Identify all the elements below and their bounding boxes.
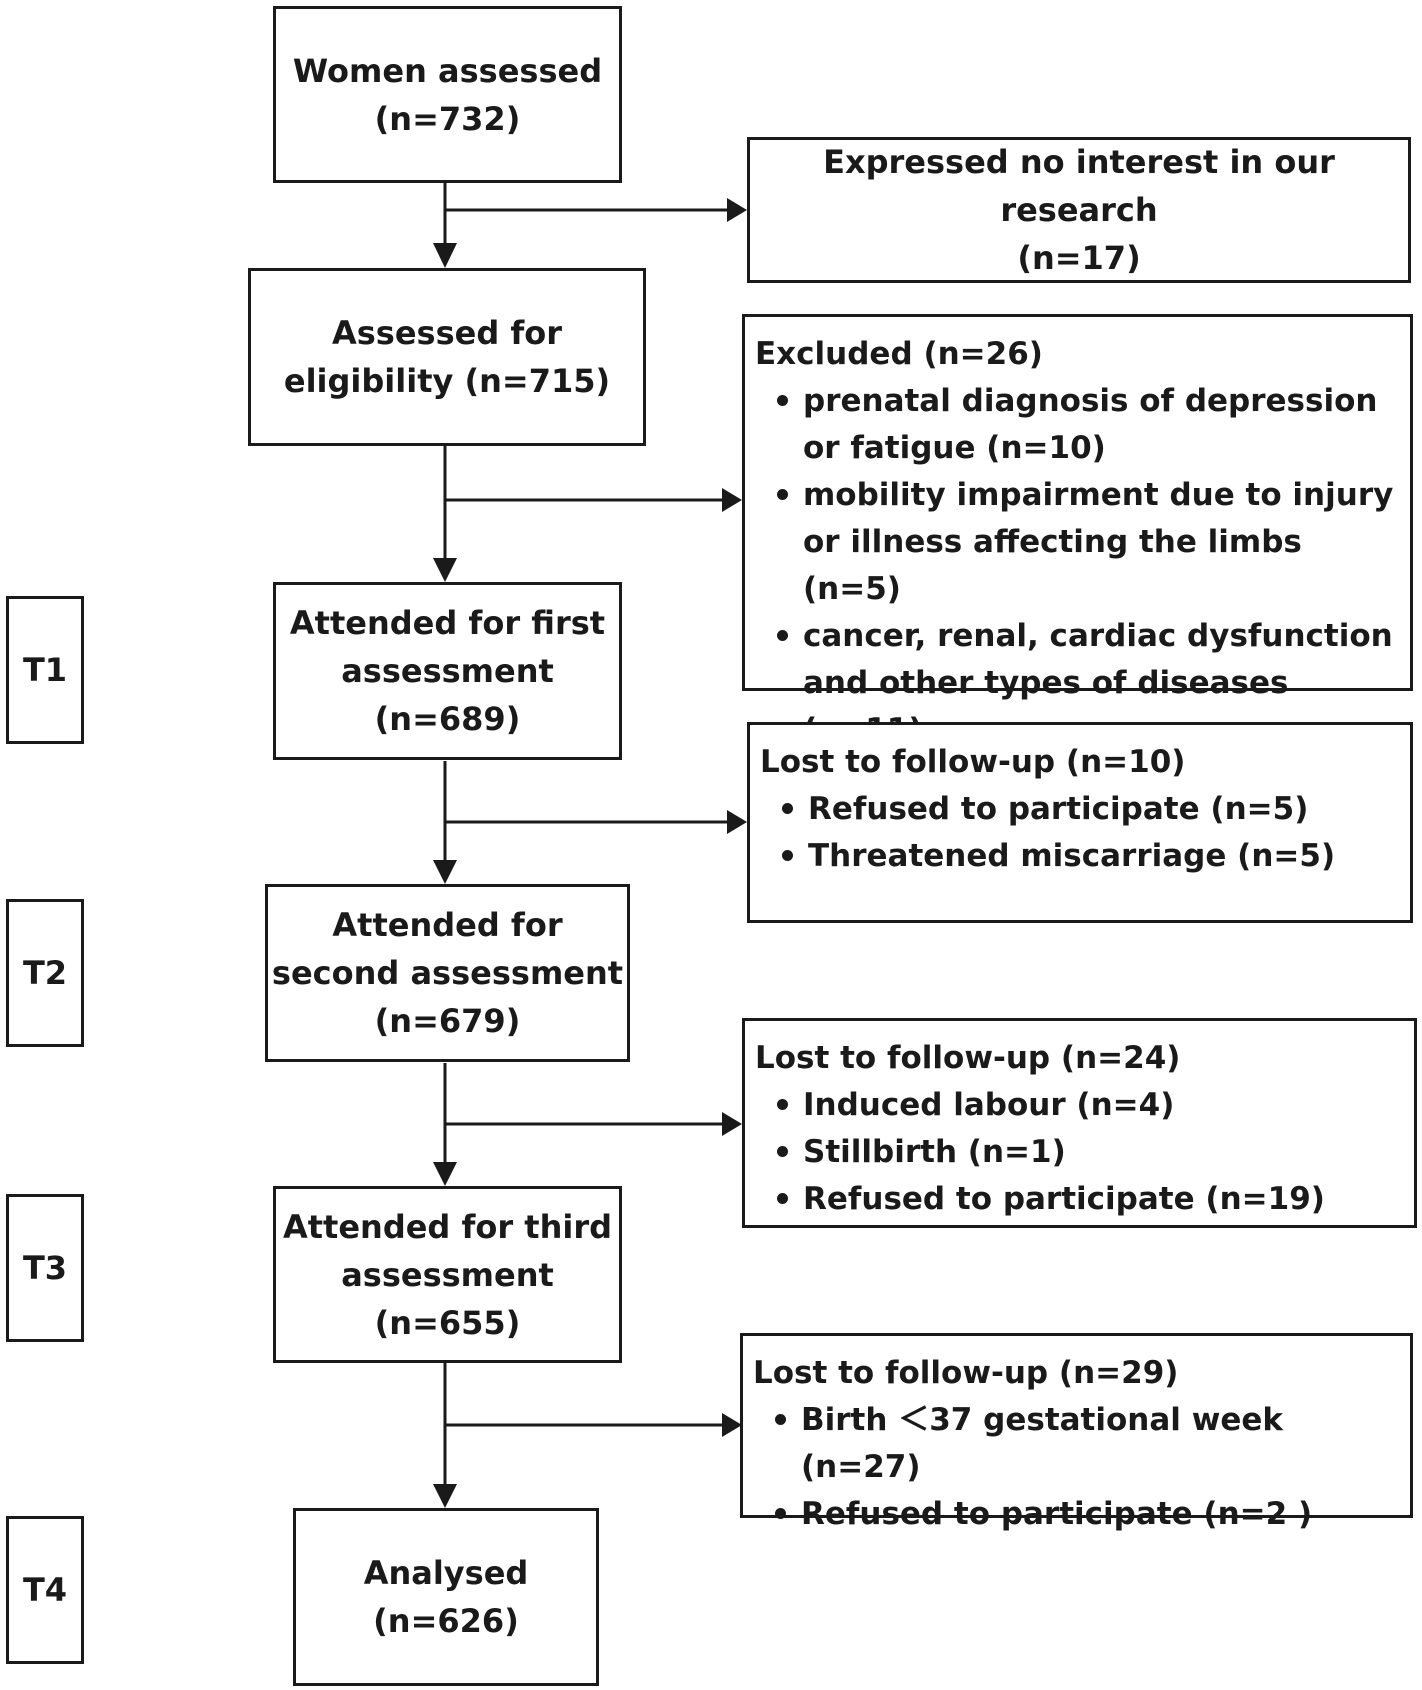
arrowhead-down [433,558,457,582]
box-line: (n=655) [374,1303,521,1342]
box-line: assessment [341,652,554,690]
box-line: Analysed [363,1554,529,1592]
box-lost-followup-t3: Lost to follow-up (n=29) Birth ＜37 gesta… [740,1333,1413,1532]
list-item: Stillbirth (n=1) [777,1129,1402,1176]
list-item: Refused to participate (n=2 ) [775,1491,1398,1538]
arrowhead-right [727,810,747,834]
box-title: Expressed no interest in our research [823,143,1335,229]
timepoint-label: T2 [22,954,68,992]
box-line: (n=17) [1017,239,1141,277]
box-analysed: Analysed (n=626) [293,1508,599,1686]
box-line: (n=679) [374,1002,521,1040]
box-title: Lost to follow-up (n=24) [755,1040,1181,1076]
box-women-assessed: Women assessed (n=732) [273,6,622,183]
timepoint-t3: T3 [6,1194,84,1342]
arrowhead-down [433,860,457,884]
box-no-interest: Expressed no interest in our research (n… [747,137,1411,283]
box-assessed-eligibility: Assessed for eligibility (n=715) [248,268,646,446]
arrowhead-right [722,1413,742,1437]
arrowhead-down [433,1162,457,1186]
arrowhead-right [722,1112,742,1136]
box-line: Assessed for [331,314,563,352]
timepoint-t1: T1 [6,596,84,744]
box-line: Attended for [332,906,563,944]
box-title: Lost to follow-up (n=29) [753,1355,1179,1391]
box-line: Attended for third [282,1207,613,1246]
list-item: Induced labour (n=4) [777,1082,1402,1129]
arrowhead-down [433,1484,457,1508]
box-lost-followup-t2: Lost to follow-up (n=24) Induced labour … [742,1018,1417,1228]
timepoint-label: T3 [22,1249,68,1287]
box-line: Women assessed [292,51,603,90]
bullet-list: Refused to participate (n=5) Threatened … [760,786,1398,880]
list-item: Birth ＜37 gestational week (n=27) [775,1397,1398,1491]
box-line: eligibility (n=715) [283,362,611,400]
bullet-list: Birth ＜37 gestational week (n=27) Refuse… [753,1397,1398,1538]
arrowhead-right [722,488,742,512]
box-third-assessment: Attended for third assessment (n=655) [273,1186,622,1363]
box-line: (n=626) [373,1602,519,1640]
box-second-assessment: Attended for second assessment (n=679) [265,884,630,1062]
timepoint-t2: T2 [6,899,84,1047]
list-item: Refused to participate (n=5) [782,786,1398,833]
box-excluded: Excluded (n=26) prenatal diagnosis of de… [742,314,1413,748]
box-line: Attended for first [289,604,606,642]
box-title: Lost to follow-up (n=10) [760,744,1186,780]
box-line: assessment [341,1255,554,1294]
box-lost-followup-t1: Lost to follow-up (n=10) Refused to part… [747,722,1413,923]
timepoint-t4: T4 [6,1516,84,1664]
box-first-assessment: Attended for first assessment (n=689) [273,582,622,760]
arrowhead-right [727,198,747,222]
list-item: Threatened miscarriage (n=5) [782,833,1398,880]
box-line: (n=689) [374,700,521,738]
box-title: Excluded (n=26) [755,336,1043,372]
arrowhead-down [433,243,457,268]
timepoint-label: T4 [22,1571,68,1609]
timepoint-label: T1 [22,651,68,689]
list-item: Refused to participate (n=19) [777,1176,1402,1223]
box-line: second assessment [271,954,624,992]
box-line: (n=732) [374,99,521,138]
bullet-list: Induced labour (n=4) Stillbirth (n=1) Re… [755,1082,1402,1223]
